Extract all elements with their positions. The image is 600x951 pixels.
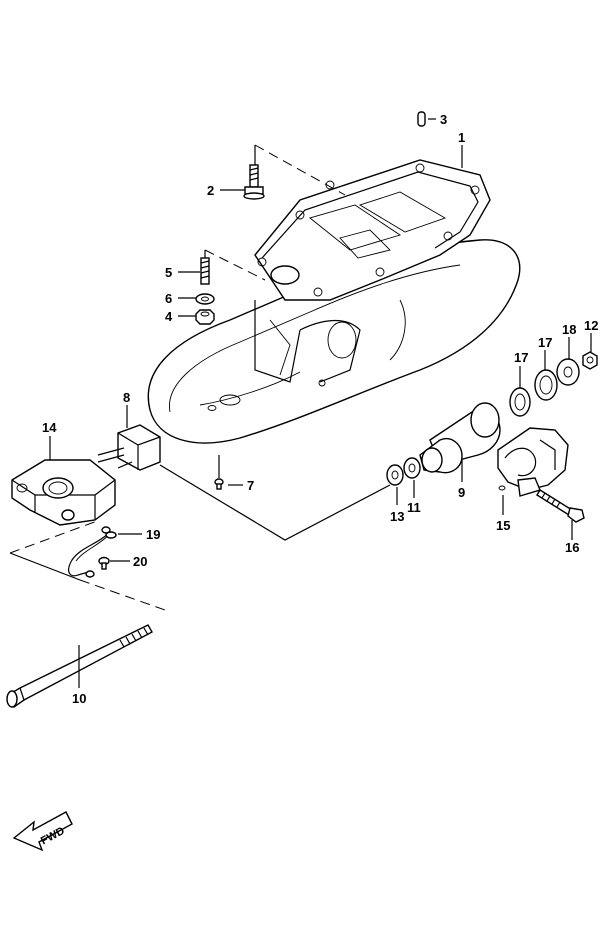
label-part-7: 7 <box>247 478 254 493</box>
leader-lines <box>49 118 592 688</box>
nut-12 <box>582 351 598 370</box>
washer-13 <box>386 464 404 486</box>
label-part-12: 12 <box>584 318 598 333</box>
label-part-18: 18 <box>562 322 576 337</box>
rubber-mount-8 <box>97 424 161 471</box>
label-part-2: 2 <box>207 183 214 198</box>
clamp-bracket-15 <box>497 427 569 497</box>
washer-17b <box>534 369 558 401</box>
leader-dash-2 <box>254 144 346 196</box>
label-part-14: 14 <box>42 420 57 435</box>
label-part-20: 20 <box>133 554 147 569</box>
drive-shaft-housing <box>147 159 521 444</box>
label-part-6: 6 <box>165 291 172 306</box>
label-part-4: 4 <box>165 309 173 324</box>
label-part-8: 8 <box>123 390 130 405</box>
screw-7 <box>214 455 224 490</box>
fwd-direction-arrow: FWD <box>12 811 73 852</box>
nut-4 <box>195 309 215 325</box>
label-part-10: 10 <box>72 691 86 706</box>
mount-bracket-14 <box>11 459 116 526</box>
label-part-19: 19 <box>146 527 160 542</box>
leader-line-10 <box>9 552 81 581</box>
label-part-17b: 17 <box>538 335 552 350</box>
washer-17a <box>509 387 531 417</box>
label-part-17a: 17 <box>514 350 528 365</box>
label-part-9: 9 <box>458 485 465 500</box>
bolt-16 <box>536 489 585 523</box>
long-bolt-10 <box>6 624 153 709</box>
washer-18 <box>556 358 580 386</box>
label-part-16: 16 <box>565 540 579 555</box>
dowel-pin <box>417 111 426 127</box>
label-part-13: 13 <box>390 509 404 524</box>
screw-20 <box>98 556 110 570</box>
leader-line-8 <box>159 464 391 541</box>
washer-6 <box>195 293 215 305</box>
label-part-3: 3 <box>440 112 447 127</box>
bolt-2 <box>243 164 265 200</box>
leader-dash-10 <box>79 579 166 611</box>
label-part-1: 1 <box>458 130 465 145</box>
bushing-9 <box>419 402 501 474</box>
label-part-11: 11 <box>407 500 421 515</box>
washer-11 <box>403 457 421 479</box>
label-part-15: 15 <box>496 518 510 533</box>
leader-dash-5 <box>204 249 266 281</box>
label-part-5: 5 <box>165 265 172 280</box>
screw-19 <box>105 531 117 539</box>
stud-5 <box>200 257 210 285</box>
